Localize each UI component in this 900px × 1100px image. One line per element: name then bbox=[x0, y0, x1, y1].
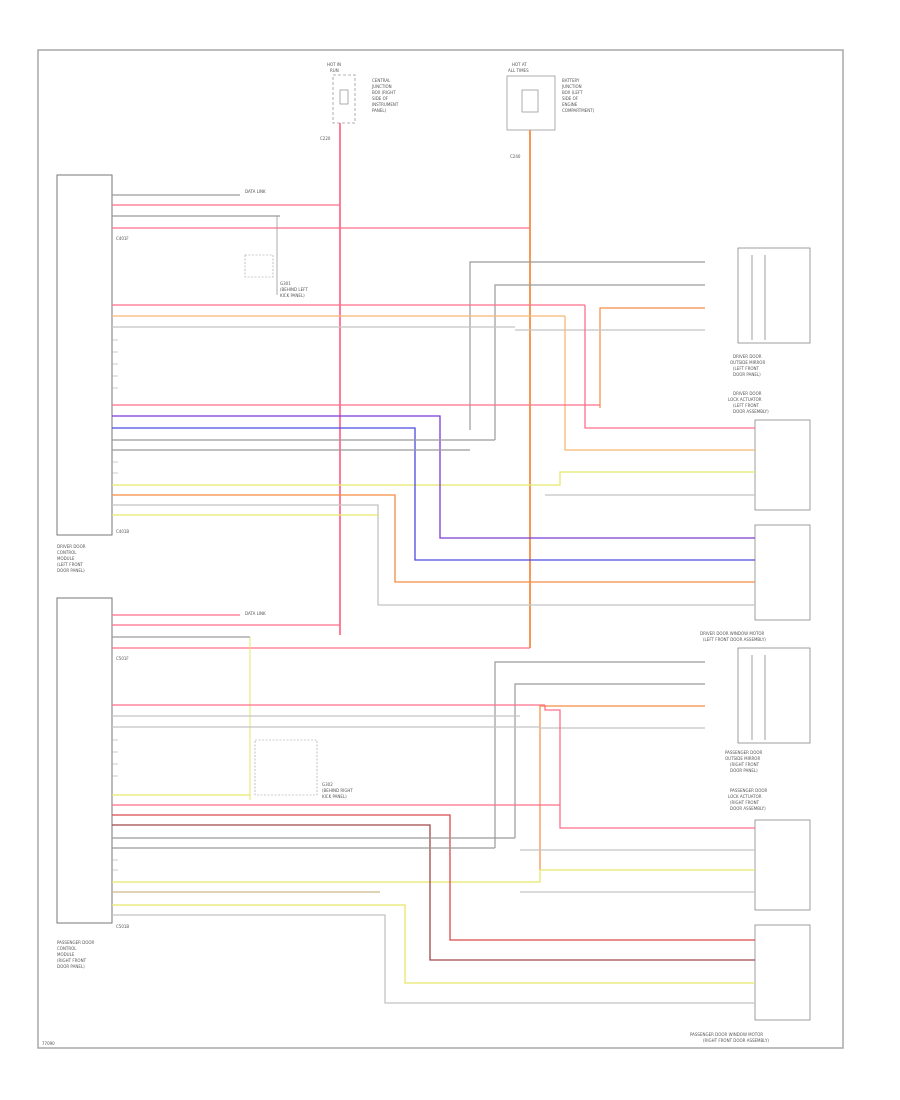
driver-wires-mirror-feed bbox=[112, 304, 585, 328]
fuse-right-desc-5: ENGINE bbox=[562, 102, 578, 107]
drv-lock-1: DRIVER DOOR bbox=[733, 391, 762, 396]
passenger-mirror-wires bbox=[494, 661, 705, 870]
pass-mirror-1: PASSENGER DOOR bbox=[725, 750, 763, 755]
pass-lock-3: (RIGHT FRONT bbox=[730, 800, 760, 805]
pass-mirror-2: OUTSIDE MIRROR bbox=[725, 756, 760, 761]
driver-mirror-motor: DRIVER DOOR OUTSIDE MIRROR (LEFT FRONT D… bbox=[730, 247, 811, 377]
fuse-left-title-1: HOT IN bbox=[327, 62, 341, 67]
drv-mirror-1: DRIVER DOOR bbox=[733, 354, 762, 359]
fuse-right-desc-6: COMPARTMENT) bbox=[562, 108, 595, 113]
ground1-label-2: (BEHIND LEFT bbox=[280, 287, 308, 292]
drv-window-2: (LEFT FRONT DOOR ASSEMBLY) bbox=[703, 637, 766, 642]
driver-connector-label: C401F bbox=[116, 236, 129, 241]
driver-pin-ticks bbox=[112, 339, 118, 474]
passenger-mirror-motor: PASSENGER DOOR OUTSIDE MIRROR (RIGHT FRO… bbox=[725, 647, 811, 773]
pass-mirror-3: (RIGHT FRONT bbox=[730, 762, 760, 767]
pass-window-2: (RIGHT FRONT DOOR ASSEMBLY) bbox=[703, 1038, 769, 1043]
passenger-caption-5: DOOR PANEL) bbox=[57, 964, 85, 969]
passenger-pin-ticks bbox=[112, 739, 118, 871]
passenger-door-module bbox=[56, 597, 113, 924]
ground1-label-1: G301 bbox=[280, 281, 291, 286]
fuse-right-title-1: HOT AT bbox=[512, 62, 527, 67]
driver-connector-b-label: C401B bbox=[116, 529, 129, 534]
driver-caption-3: MODULE bbox=[57, 556, 75, 561]
pass-lock-4: DOOR ASSEMBLY) bbox=[730, 806, 766, 811]
driver-module-caption: DRIVER DOOR CONTROL MODULE (LEFT FRONT D… bbox=[57, 544, 86, 573]
driver-caption-1: DRIVER DOOR bbox=[57, 544, 86, 549]
feed-label-right: C240 bbox=[510, 154, 521, 159]
fuse-left-desc-3: BOX (RIGHT bbox=[372, 90, 396, 95]
footer-code: 77090 bbox=[42, 1041, 55, 1046]
drv-mirror-2: OUTSIDE MIRROR bbox=[730, 360, 765, 365]
fuse-right-desc-4: SIDE OF bbox=[562, 96, 579, 101]
pass-lock-1: PASSENGER DOOR bbox=[730, 788, 768, 793]
passenger-wires-mirror-feed bbox=[112, 704, 545, 728]
drv-mirror-3: (LEFT FRONT bbox=[733, 366, 759, 371]
passenger-connector-label: C501F bbox=[116, 656, 129, 661]
driver-wires-top bbox=[112, 194, 530, 229]
passenger-lock-actuator: PASSENGER DOOR LOCK ACTUATOR (RIGHT FRON… bbox=[728, 788, 811, 911]
driver-door-module bbox=[56, 174, 113, 536]
passenger-lock-wires bbox=[112, 705, 755, 893]
data-link-label-2: DATA LINK bbox=[245, 611, 266, 616]
fuse-right-title-2: ALL TIMES bbox=[508, 68, 529, 73]
drv-mirror-4: DOOR PANEL) bbox=[733, 372, 761, 377]
fuse-box-left: HOT IN RUN CENTRAL JUNCTION BOX (RIGHT S… bbox=[327, 62, 399, 124]
fuse-box-right: HOT AT ALL TIMES BATTERY JUNCTION BOX (L… bbox=[506, 62, 595, 131]
passenger-wires-top bbox=[112, 614, 530, 649]
pass-lock-2: LOCK ACTUATOR bbox=[728, 794, 762, 799]
ground2-label-3: KICK PANEL) bbox=[322, 794, 347, 799]
drv-window-1: DRIVER DOOR WINDOW MOTOR bbox=[700, 631, 765, 636]
ground2-label-2: (BEHIND RIGHT bbox=[322, 788, 353, 793]
fuse-right-desc-1: BATTERY bbox=[562, 78, 580, 83]
ground2-label-1: G302 bbox=[322, 782, 333, 787]
fuse-left-desc-5: INSTRUMENT bbox=[372, 102, 399, 107]
passenger-connector-b-label: C501B bbox=[116, 924, 129, 929]
driver-lock-actuator: DRIVER DOOR LOCK ACTUATOR (LEFT FRONT DO… bbox=[728, 391, 811, 511]
driver-caption-4: (LEFT FRONT bbox=[57, 562, 83, 567]
drv-lock-2: LOCK ACTUATOR bbox=[728, 397, 762, 402]
fuse-right-desc-3: BOX (LEFT bbox=[562, 90, 583, 95]
passenger-window-motor: PASSENGER DOOR WINDOW MOTOR (RIGHT FRONT… bbox=[690, 924, 811, 1043]
drv-lock-4: DOOR ASSEMBLY) bbox=[733, 409, 769, 414]
fuse-left-desc-4: SIDE OF bbox=[372, 96, 389, 101]
passenger-caption-3: MODULE bbox=[57, 952, 75, 957]
passenger-caption-1: PASSENGER DOOR bbox=[57, 940, 95, 945]
driver-caption-2: CONTROL bbox=[57, 550, 77, 555]
fuse-left-desc-6: PANEL) bbox=[372, 108, 387, 113]
driver-wires-mid bbox=[112, 404, 755, 606]
fuse-left-desc-1: CENTRAL bbox=[372, 78, 391, 83]
ground1-label-3: KICK PANEL) bbox=[280, 293, 305, 298]
data-link-label-1: DATA LINK bbox=[245, 189, 266, 194]
driver-window-motor: DRIVER DOOR WINDOW MOTOR (LEFT FRONT DOO… bbox=[700, 524, 811, 642]
fuse-left-desc-2: JUNCTION bbox=[371, 84, 392, 89]
driver-caption-5: DOOR PANEL) bbox=[57, 568, 85, 573]
diagram-frame bbox=[37, 49, 844, 1049]
passenger-module-caption: PASSENGER DOOR CONTROL MODULE (RIGHT FRO… bbox=[57, 940, 95, 969]
feed-label-left: C220 bbox=[320, 136, 331, 141]
pass-window-1: PASSENGER DOOR WINDOW MOTOR bbox=[690, 1032, 763, 1037]
driver-lock-wires bbox=[112, 305, 755, 496]
fuse-left-title-2: RUN bbox=[330, 68, 339, 73]
passenger-caption-4: (RIGHT FRONT bbox=[57, 958, 87, 963]
pass-mirror-4: DOOR PANEL) bbox=[730, 768, 758, 773]
driver-mirror-wires bbox=[469, 261, 705, 440]
passenger-caption-2: CONTROL bbox=[57, 946, 77, 951]
fuse-right-desc-2: JUNCTION bbox=[561, 84, 582, 89]
drv-lock-3: (LEFT FRONT bbox=[733, 403, 759, 408]
passenger-wires-mid bbox=[112, 794, 755, 1004]
